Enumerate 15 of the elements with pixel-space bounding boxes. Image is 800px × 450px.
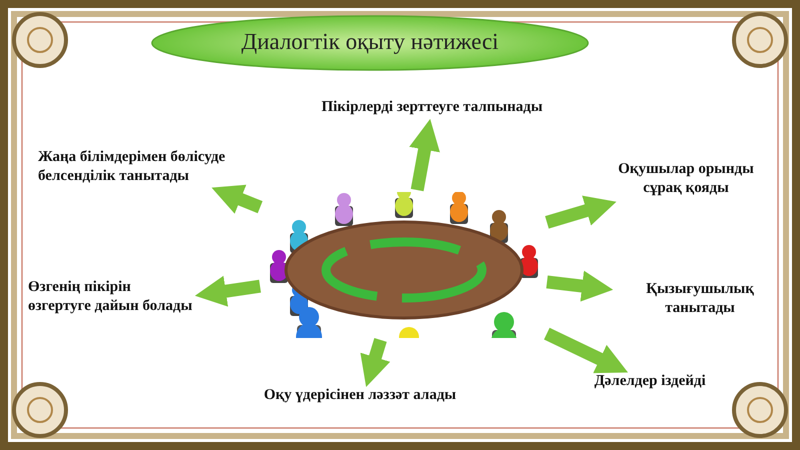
arrow	[212, 184, 263, 214]
arrow	[544, 328, 628, 374]
outcome-text: Пікірлерді зерттеуге талпынады	[320, 98, 544, 117]
outcome-text: Қызығушылық танытады	[645, 280, 755, 318]
arrow	[409, 118, 440, 192]
outcome-text: Өзгенің пікірін өзгертуге дайын болады	[28, 278, 194, 316]
arrow	[545, 196, 616, 229]
outcome-text: Оқушылар орынды сұрақ қояды	[617, 160, 755, 198]
outcome-text: Дәлелдер іздейді	[593, 372, 707, 391]
title-text: Диалогтік оқыту нәтижесі	[240, 29, 500, 55]
arrow	[546, 270, 614, 302]
arrow	[360, 338, 390, 388]
outcome-text: Оқу үдерісінен ләззәт алады	[262, 386, 458, 405]
outcome-text: Жаңа білімдерімен бөлісуде белсенділік танытады	[38, 148, 226, 186]
arrow	[194, 276, 261, 307]
